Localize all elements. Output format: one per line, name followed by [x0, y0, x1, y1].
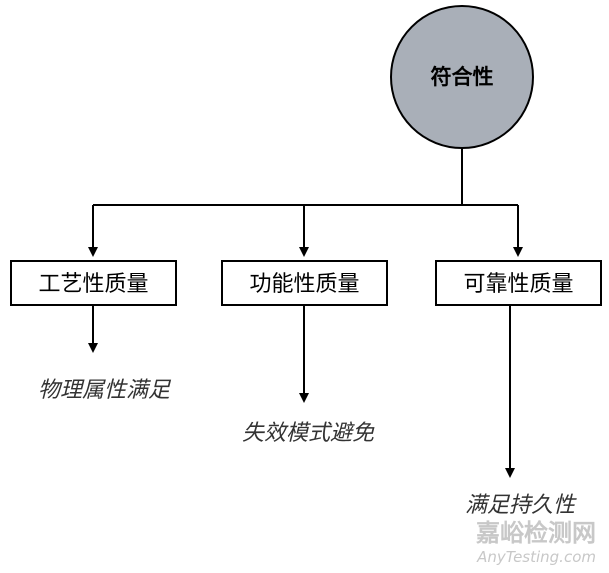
leaf-label-1: 物理属性满足	[38, 378, 172, 403]
category-label-2: 功能性质量	[249, 272, 359, 297]
root-node-label: 符合性	[431, 65, 494, 89]
category-box-3	[435, 260, 602, 306]
leaf-label-2: 失效模式避免	[242, 421, 375, 446]
leaf-label-3: 满足持久性	[465, 493, 577, 518]
category-label-3: 可靠性质量	[463, 272, 573, 297]
watermark-cn: 嘉峪检测网	[476, 519, 596, 547]
category-box-1	[10, 260, 177, 306]
watermark-en: AnyTesting.com	[476, 548, 596, 566]
category-label-1: 工艺性质量	[38, 272, 148, 297]
